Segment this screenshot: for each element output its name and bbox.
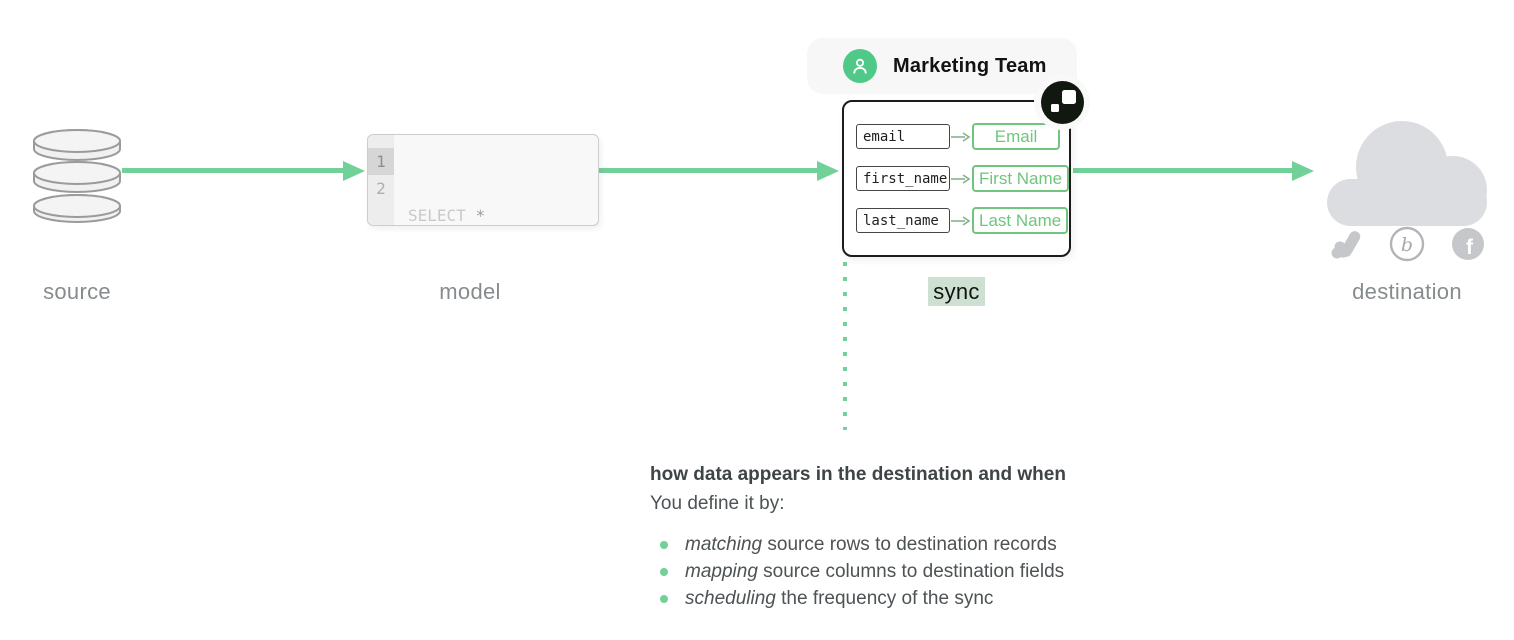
team-label: Marketing Team: [893, 54, 1047, 77]
mapping-row: first_name First Name: [856, 165, 1070, 192]
sync-card: email Email first_name First Name last_n…: [842, 100, 1071, 257]
label-source: source: [43, 279, 111, 304]
list-item: scheduling the frequency of the sync: [650, 585, 1210, 612]
source-column-field: email: [856, 124, 950, 149]
code-line-1: SELECT *: [408, 206, 486, 225]
destination-field: Email: [972, 123, 1060, 150]
mapping-arrow-icon: [951, 173, 971, 184]
sql-editor: 1 2 SELECT * FROM users;: [367, 134, 599, 226]
arrow-sync-to-destination: [1073, 160, 1314, 181]
hightouch-logo-badge: [1034, 74, 1090, 130]
bullet-icon: [660, 594, 668, 603]
braze-icon: b: [1389, 226, 1425, 262]
mapping-row: email Email: [856, 123, 1060, 150]
annotation-list: matching source rows to destination reco…: [650, 531, 1210, 612]
database-icon: [33, 129, 121, 223]
cloud-icon: [1327, 121, 1487, 226]
label-destination: destination: [1352, 279, 1462, 304]
annotation-block: how data appears in the destination and …: [650, 462, 1210, 612]
sync-highlight: sync: [928, 277, 985, 306]
list-item: matching source rows to destination reco…: [650, 531, 1210, 558]
hightouch-icon: [1040, 80, 1084, 124]
mapping-arrow-icon: [951, 215, 971, 226]
svg-text:f: f: [1466, 236, 1474, 259]
bullet-icon: [660, 567, 668, 576]
line-number-gutter: 1 2: [368, 135, 394, 225]
annotation-heading: how data appears in the destination and …: [650, 464, 1066, 485]
destination-logo-row: b f: [1330, 226, 1484, 262]
label-sync: sync: [842, 277, 1071, 306]
source-column-field: first_name: [856, 166, 950, 191]
destination-field: Last Name: [972, 207, 1069, 234]
mapping-arrow-icon: [951, 131, 971, 142]
avatar: [843, 49, 877, 83]
svg-text:b: b: [1401, 234, 1413, 256]
person-icon: [853, 58, 867, 74]
label-model: model: [439, 279, 501, 304]
arrow-model-to-sync: [598, 160, 839, 181]
bullet-icon: [660, 540, 668, 549]
line-number: 1: [368, 148, 394, 175]
destination-field: First Name: [972, 165, 1070, 192]
arrow-source-to-model: [122, 160, 365, 181]
list-item: mapping source columns to destination fi…: [650, 558, 1210, 585]
line-number: 2: [376, 179, 386, 198]
dotted-connector-line: [843, 262, 847, 430]
team-pill: Marketing Team: [807, 38, 1077, 94]
google-ads-icon: [1331, 230, 1361, 258]
annotation-subheading: You define it by:: [650, 493, 785, 514]
source-column-field: last_name: [856, 208, 950, 233]
facebook-icon: f: [1452, 228, 1484, 260]
sql-code: SELECT * FROM users;: [394, 135, 518, 225]
mapping-row: last_name Last Name: [856, 207, 1069, 234]
